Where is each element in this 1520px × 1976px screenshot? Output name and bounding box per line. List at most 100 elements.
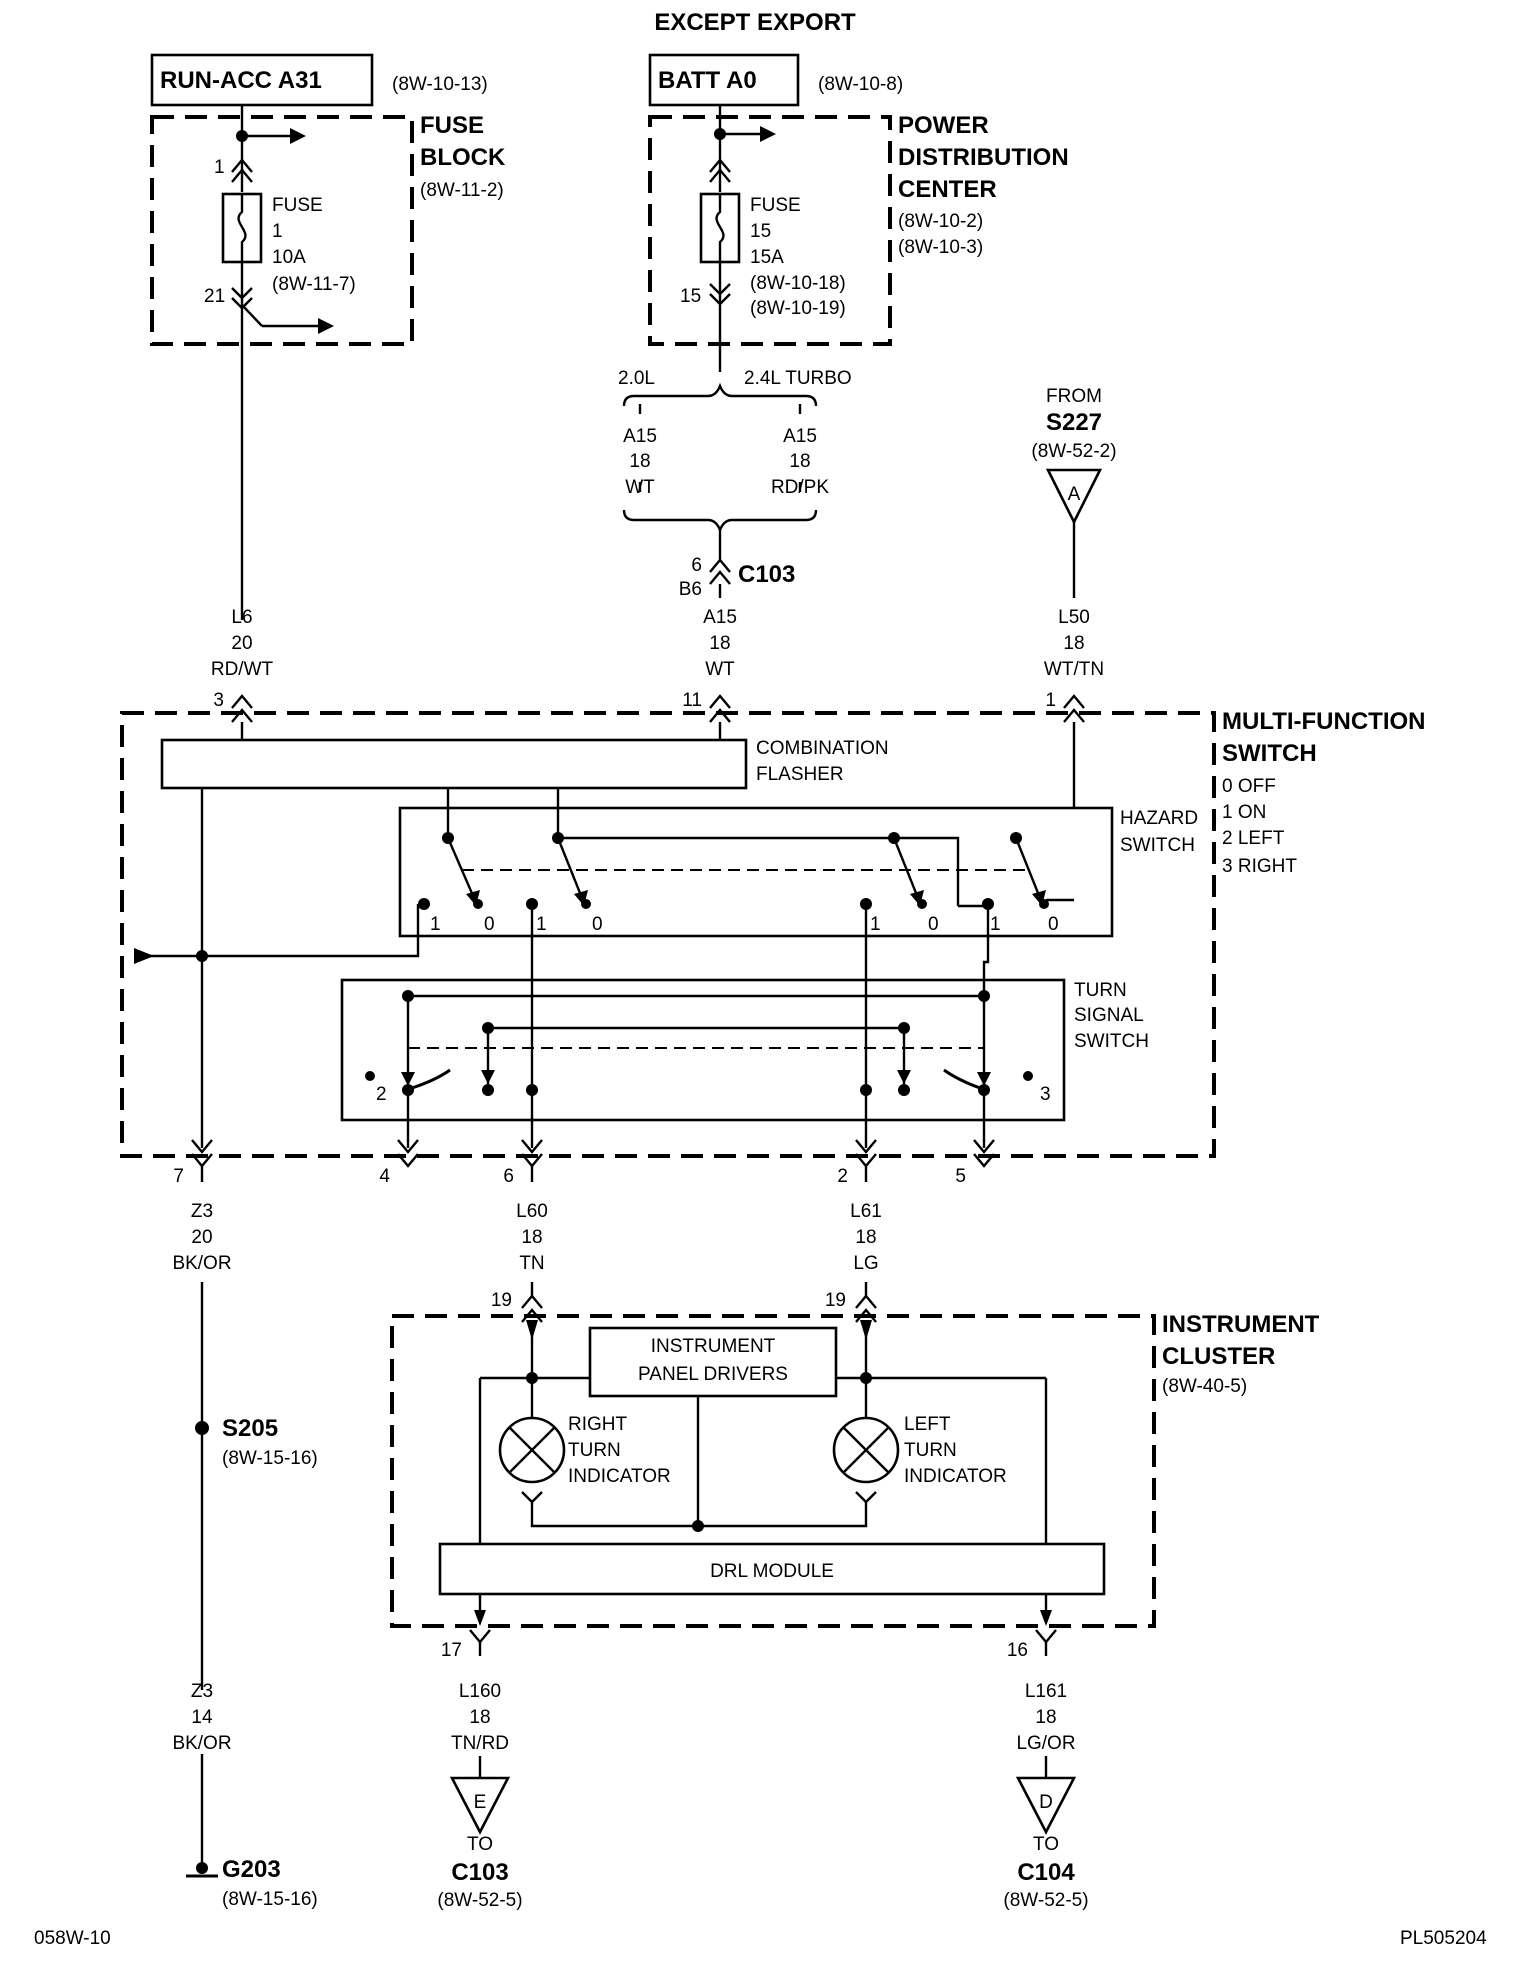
engine-right-circuit: A15 bbox=[783, 426, 817, 447]
hazard-contact-5: 0 bbox=[928, 914, 939, 935]
s227-from: FROM bbox=[1046, 386, 1102, 407]
s205-ref: (8W-15-16) bbox=[222, 1448, 318, 1469]
fuse-15-label-1: 15 bbox=[750, 221, 771, 242]
fuse-1-label-1: 1 bbox=[272, 221, 283, 242]
fuse-block-name-2: BLOCK bbox=[420, 144, 506, 171]
to-c103-ref: (8W-52-5) bbox=[437, 1890, 522, 1911]
fuse-15-label-0: FUSE bbox=[750, 195, 801, 216]
output-pin-connectors bbox=[191, 1139, 995, 1182]
hazard-contact-4: 1 bbox=[870, 914, 881, 935]
turn-contact-3: 3 bbox=[1040, 1084, 1051, 1105]
fuse-15-label-4: (8W-10-19) bbox=[750, 298, 846, 319]
engine-left-circuit: A15 bbox=[623, 426, 657, 447]
offpage-letter-e: E bbox=[474, 1792, 487, 1813]
hazard-label-0: HAZARD bbox=[1120, 808, 1198, 829]
bottom-offpage-triangles bbox=[449, 1756, 1077, 1835]
to-c103-connector: C103 bbox=[451, 1859, 508, 1886]
mfs-position-1: 1 ON bbox=[1222, 802, 1266, 823]
cluster-output-connectors bbox=[469, 1594, 1057, 1656]
ground-wire-color: BK/OR bbox=[172, 1733, 231, 1754]
fuse-1-wire bbox=[221, 106, 334, 620]
fuse-15-wire bbox=[699, 106, 776, 372]
pdc-name-1: DISTRIBUTION bbox=[898, 144, 1069, 171]
cluster-ref: (8W-40-5) bbox=[1162, 1376, 1247, 1397]
multi-function-switch-outline bbox=[120, 711, 1216, 1158]
fuse-15-label-2: 15A bbox=[750, 247, 784, 268]
hazard-contact-7: 0 bbox=[1048, 914, 1059, 935]
wire-a15-gauge: 18 bbox=[709, 633, 730, 654]
cluster-pin-out-left: 17 bbox=[441, 1640, 462, 1661]
footer-left-code: 058W-10 bbox=[34, 1928, 111, 1949]
engine-right-color: RD/PK bbox=[771, 477, 829, 498]
wire-l50-color: WT/TN bbox=[1044, 659, 1104, 680]
cluster-name-2: CLUSTER bbox=[1162, 1343, 1275, 1370]
engine-left-label: 2.0L bbox=[618, 368, 655, 389]
cluster-name-1: INSTRUMENT bbox=[1162, 1311, 1320, 1338]
wire-l161-gauge: 18 bbox=[1035, 1707, 1056, 1728]
run-acc-label: RUN-ACC A31 bbox=[160, 67, 322, 94]
wire-a15-color: WT bbox=[705, 659, 735, 680]
to-c104-ref: (8W-52-5) bbox=[1003, 1890, 1088, 1911]
wire-l160-circuit: L160 bbox=[459, 1681, 501, 1702]
fuse-block-ref: (8W-11-2) bbox=[420, 180, 504, 201]
mfs-name-2: SWITCH bbox=[1222, 740, 1317, 767]
output-pin-5: 5 bbox=[955, 1166, 966, 1187]
hazard-label-1: SWITCH bbox=[1120, 835, 1195, 856]
wire-l160-color: TN/RD bbox=[451, 1733, 509, 1754]
hazard-contact-1: 0 bbox=[484, 914, 495, 935]
mfs-position-3: 3 RIGHT bbox=[1222, 856, 1297, 877]
batt-source-box bbox=[648, 53, 800, 107]
instrument-cluster-outline bbox=[390, 1314, 1156, 1628]
pdc-name-2: CENTER bbox=[898, 176, 997, 203]
wire-z3-color: BK/OR bbox=[172, 1253, 231, 1274]
wire-l50-gauge: 18 bbox=[1063, 633, 1084, 654]
fuse-block-name-1: FUSE bbox=[420, 112, 484, 139]
wire-l160-gauge: 18 bbox=[469, 1707, 490, 1728]
batt-ref: (8W-10-8) bbox=[818, 74, 903, 95]
s227-offpage-triangle bbox=[1045, 468, 1103, 598]
wire-l60-circuit: L60 bbox=[516, 1201, 548, 1222]
flasher-label-0: COMBINATION bbox=[756, 738, 889, 759]
left-indicator-2: INDICATOR bbox=[904, 1466, 1007, 1487]
cluster-pin-right: 19 bbox=[825, 1290, 846, 1311]
instrument-panel-drivers-box bbox=[588, 1326, 838, 1398]
left-indicator-0: LEFT bbox=[904, 1414, 951, 1435]
left-indicator-1: TURN bbox=[904, 1440, 957, 1461]
fuse-block-pin-bottom: 21 bbox=[204, 286, 225, 307]
wire-l161-circuit: L161 bbox=[1025, 1681, 1067, 1702]
engine-right-label: 2.4L TURBO bbox=[744, 368, 852, 389]
hazard-contact-2: 1 bbox=[536, 914, 547, 935]
pdc-ref-1: (8W-10-3) bbox=[898, 237, 983, 258]
run-acc-source-box bbox=[150, 53, 374, 107]
wire-l61-color: LG bbox=[853, 1253, 878, 1274]
engine-right-gauge: 18 bbox=[789, 451, 810, 472]
s227-letter: A bbox=[1068, 484, 1081, 505]
wire-l61-circuit: L61 bbox=[850, 1201, 882, 1222]
pdc-name-0: POWER bbox=[898, 112, 989, 139]
fuse-1-label-0: FUSE bbox=[272, 195, 323, 216]
to-c103-to: TO bbox=[467, 1834, 493, 1855]
wire-l60-color: TN bbox=[519, 1253, 544, 1274]
cluster-pin-left: 19 bbox=[491, 1290, 512, 1311]
wire-z3-gauge: 20 bbox=[191, 1227, 212, 1248]
wire-z3-circuit: Z3 bbox=[191, 1201, 213, 1222]
wire-l61-gauge: 18 bbox=[855, 1227, 876, 1248]
turn-label-0: TURN bbox=[1074, 980, 1127, 1001]
diagram-title: EXCEPT EXPORT bbox=[654, 9, 856, 36]
footer-right-code: PL505204 bbox=[1400, 1928, 1487, 1949]
fuse-block-pin-top: 1 bbox=[214, 157, 225, 178]
ground-wire-circuit: Z3 bbox=[191, 1681, 213, 1702]
wire-l50-circuit: L50 bbox=[1058, 607, 1090, 628]
output-pin-4: 4 bbox=[379, 1166, 390, 1187]
ground-path bbox=[186, 1282, 218, 1878]
s227-splice: S227 bbox=[1046, 409, 1102, 436]
wire-a15-circuit: A15 bbox=[703, 607, 737, 628]
drivers-label-1: PANEL DRIVERS bbox=[638, 1364, 788, 1385]
input-pin-1: 1 bbox=[1045, 690, 1056, 711]
turn-label-1: SIGNAL bbox=[1074, 1005, 1144, 1026]
c103-pin-top: 6 bbox=[691, 555, 702, 576]
engine-left-color: WT bbox=[625, 477, 655, 498]
mfs-name-1: MULTI-FUNCTION bbox=[1222, 708, 1426, 735]
s227-ref: (8W-52-2) bbox=[1031, 441, 1116, 462]
